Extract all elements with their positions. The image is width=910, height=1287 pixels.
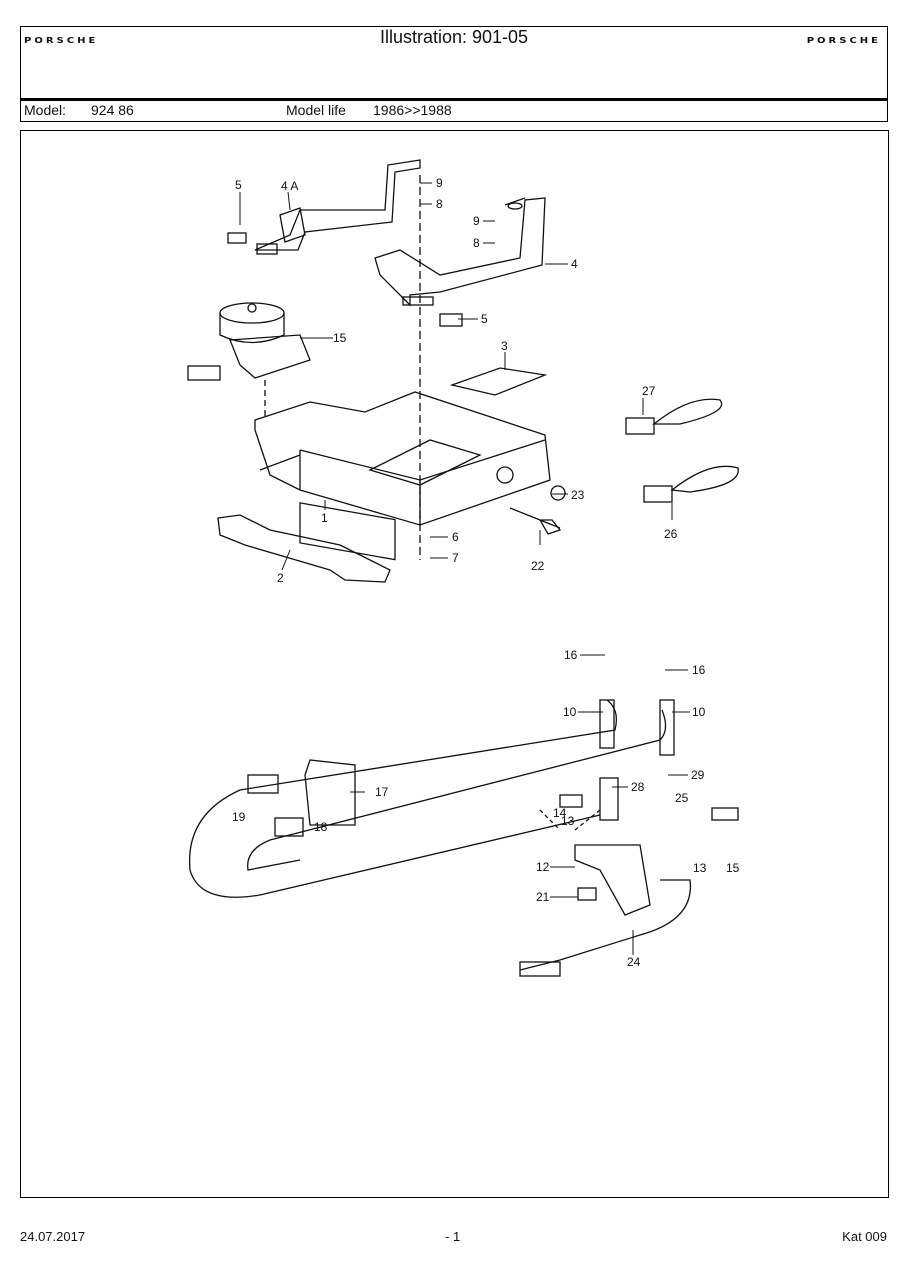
part-label: 4 A [281, 179, 298, 193]
part-label: 4 [571, 257, 578, 271]
part-label: 6 [452, 530, 459, 544]
bracket-4a [227, 159, 421, 255]
model-label: Model: [24, 102, 67, 118]
sensor-22 [509, 507, 562, 535]
part-label: 16 [564, 648, 578, 662]
part-number-labels: 5 4 A 9 8 9 8 4 5 15 3 27 23 26 1 6 7 22… [232, 176, 740, 969]
header: PORSCHE Illustration: 901-05 PORSCHE [20, 26, 888, 101]
part-label: 9 [436, 176, 443, 190]
part-label: 26 [664, 527, 678, 541]
part-label: 22 [531, 559, 545, 573]
leader-lines [239, 182, 690, 955]
part-label: 16 [692, 663, 706, 677]
part-label: 10 [563, 705, 577, 719]
part-label: 21 [536, 890, 550, 904]
part-label: 24 [627, 955, 641, 969]
part-label: 13 [561, 814, 575, 828]
part-label: 28 [631, 780, 645, 794]
part-label: 29 [691, 768, 705, 782]
part-label: 19 [232, 810, 246, 824]
part-label: 7 [452, 551, 459, 565]
part-label: 15 [333, 331, 347, 345]
bracket-4 [374, 197, 546, 327]
footer-page-number: - 1 [445, 1229, 461, 1244]
plug-23 [550, 485, 566, 501]
part-label: 12 [536, 860, 550, 874]
part-label: 9 [473, 214, 480, 228]
footer-date: 24.07.2017 [20, 1229, 86, 1244]
model-life-label: Model life [286, 102, 346, 118]
porsche-logo-left: PORSCHE [24, 37, 99, 46]
illustration-frame [20, 130, 889, 1198]
part-label: 13 [693, 861, 707, 875]
porsche-logo-right: PORSCHE [806, 37, 881, 46]
gasket-2 [217, 514, 391, 583]
part-label: 25 [675, 791, 689, 805]
footer-catalog: Kat 009 [842, 1229, 887, 1244]
servo-motor-20 [187, 302, 311, 381]
speed-sensor-assembly [188, 699, 739, 977]
part-label: 5 [481, 312, 488, 326]
part-label: 3 [501, 339, 508, 353]
exploded-parts-diagram: 5 4 A 9 8 9 8 4 5 15 3 27 23 26 1 6 7 22… [187, 159, 740, 977]
control-unit-1 [254, 391, 551, 561]
part-label: 8 [473, 236, 480, 250]
part-label: 5 [235, 178, 242, 192]
part-label: 1 [321, 511, 328, 525]
model-value: 924 86 [91, 102, 134, 118]
bridge-loops-26-27 [625, 398, 739, 503]
part-label: 23 [571, 488, 585, 502]
part-label: 10 [692, 705, 706, 719]
part-label: 18 [314, 820, 328, 834]
model-row: Model: 924 86 Model life 1986>>1988 [20, 100, 888, 122]
part-label: 27 [642, 384, 656, 398]
part-label-15: 15 [726, 861, 740, 875]
foam-strip-3 [449, 367, 548, 396]
part-label: 8 [436, 197, 443, 211]
part-label: 2 [277, 571, 284, 585]
part-label: 14 [553, 806, 567, 820]
model-life-value: 1986>>1988 [373, 102, 452, 118]
part-label: 17 [375, 785, 389, 799]
page-title: Illustration: 901-05 [379, 27, 529, 47]
